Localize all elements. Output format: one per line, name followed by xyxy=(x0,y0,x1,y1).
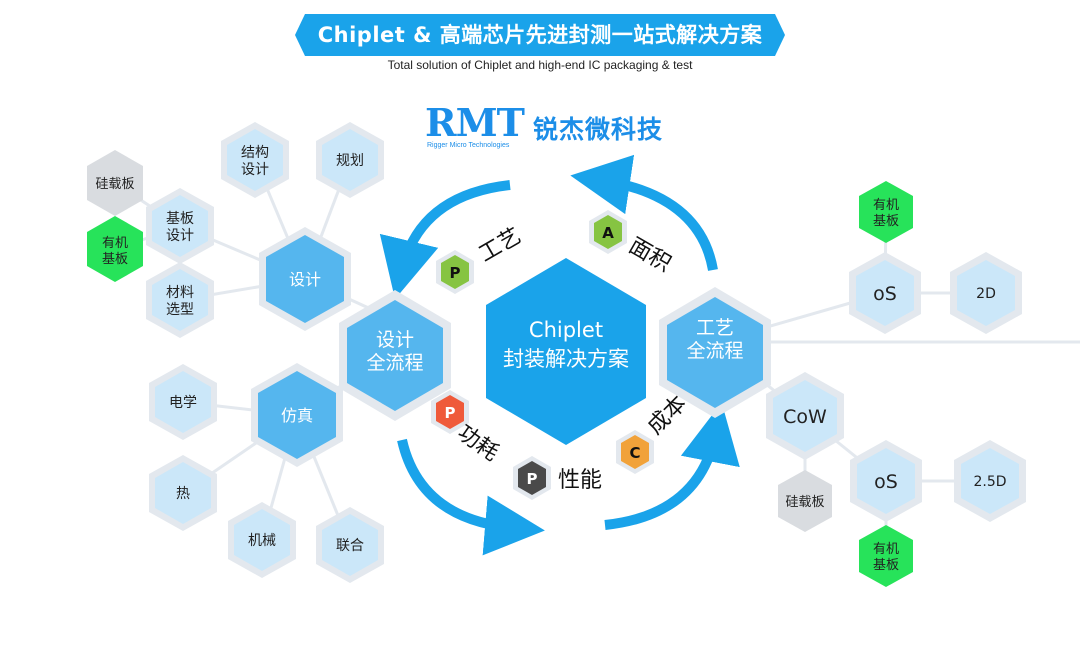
title-banner-shape xyxy=(295,14,785,56)
silicon-interposer-node[interactable]: 硅载板 xyxy=(87,150,143,216)
center-hex[interactable]: Chiplet 封装解决方案 xyxy=(486,258,646,445)
organic-substrate-top-node[interactable]: 有机基板 xyxy=(859,181,913,243)
silicon-interposer-label: 硅载板 xyxy=(95,177,134,192)
center-line2: 封装解决方案 xyxy=(503,347,629,371)
arrow-bottom-right xyxy=(604,402,740,530)
os-top-node[interactable]: oS xyxy=(849,252,921,334)
process-hub-line2: 全流程 xyxy=(686,340,743,362)
structure-design-node[interactable]: 结构设计 xyxy=(221,122,289,198)
2-5d-label: 2.5D xyxy=(973,474,1006,490)
design-node[interactable]: 设计 xyxy=(259,227,351,331)
coupled-label: 联合 xyxy=(336,538,364,554)
simulation-node[interactable]: 仿真 xyxy=(251,363,343,467)
ppac-process-label: 工艺 xyxy=(475,224,526,268)
silicon-interposer-right-label: 硅载板 xyxy=(785,495,824,510)
thermal-node[interactable]: 热 xyxy=(149,455,217,531)
organic-substrate-top-label: 有机基板 xyxy=(873,198,899,229)
mechanical-label: 机械 xyxy=(248,533,276,549)
os-bottom-label: oS xyxy=(874,471,898,493)
cycle-arrows xyxy=(379,154,740,556)
ppac-area-badge: A xyxy=(602,224,614,242)
2-5d-node[interactable]: 2.5D xyxy=(954,440,1026,522)
ppac-area: A 面积 xyxy=(589,210,675,277)
design-hub-line1: 设计 xyxy=(376,329,414,351)
layout-planning-label: 规划 xyxy=(336,153,364,169)
ppac-performance-label: 性能 xyxy=(558,468,602,493)
cow-label: CoW xyxy=(783,406,827,428)
page-subtitle: Total solution of Chiplet and high-end I… xyxy=(387,58,693,72)
ppac-cost-badge: C xyxy=(629,444,640,462)
cow-node[interactable]: CoW xyxy=(766,372,844,460)
substrate-design-label: 基板设计 xyxy=(166,210,194,244)
arrow-top-left xyxy=(379,180,511,300)
process-hub-line1: 工艺 xyxy=(696,317,734,339)
os-top-label: oS xyxy=(873,283,897,305)
structure-design-label: 结构设计 xyxy=(241,145,269,178)
logo-mark: RMT xyxy=(425,100,525,145)
simulation-label: 仿真 xyxy=(281,406,313,425)
substrate-design-node[interactable]: 基板设计 xyxy=(146,188,214,264)
2d-node[interactable]: 2D xyxy=(950,252,1022,334)
ppac-performance: P 性能 xyxy=(513,456,602,500)
coupled-node[interactable]: 联合 xyxy=(316,507,384,583)
os-bottom-node[interactable]: oS xyxy=(850,440,922,522)
silicon-interposer-right-node[interactable]: 硅载板 xyxy=(778,470,832,532)
design-process-hub[interactable]: 设计 全流程 xyxy=(339,290,451,421)
logo-name-en: Rigger Micro Technologies xyxy=(427,142,510,149)
organic-substrate-node[interactable]: 有机基板 xyxy=(87,216,143,282)
layout-planning-node[interactable]: 规划 xyxy=(316,122,384,198)
ppac-process: P 工艺 xyxy=(436,224,526,294)
mechanical-node[interactable]: 机械 xyxy=(228,502,296,578)
design-hub-line2: 全流程 xyxy=(366,352,423,374)
center-line1: Chiplet xyxy=(529,318,603,342)
ppac-power-badge: P xyxy=(445,404,456,422)
ppac-performance-badge: P xyxy=(527,470,538,488)
organic-substrate-label: 有机基板 xyxy=(102,236,128,267)
organic-substrate-bottom-node[interactable]: 有机基板 xyxy=(859,525,913,587)
organic-substrate-bottom-label: 有机基板 xyxy=(873,542,899,573)
logo-name-cn: 锐杰微科技 xyxy=(533,115,664,144)
material-selection-label: 材料选型 xyxy=(166,285,194,318)
design-label: 设计 xyxy=(289,270,321,289)
title-banner: Chiplet & 高端芯片先进封测一站式解决方案 xyxy=(295,14,785,56)
electrical-label: 电学 xyxy=(169,395,197,411)
process-flow-hub[interactable]: 工艺 全流程 xyxy=(659,287,771,418)
ppac-area-label: 面积 xyxy=(624,234,675,278)
2d-label: 2D xyxy=(976,286,996,302)
material-selection-node[interactable]: 材料选型 xyxy=(146,262,214,338)
page-title: Chiplet & 高端芯片先进封测一站式解决方案 xyxy=(317,23,763,47)
electrical-node[interactable]: 电学 xyxy=(149,364,217,440)
arrow-bottom-left xyxy=(397,438,545,556)
company-logo: RMT 锐杰微科技 Rigger Micro Technologies xyxy=(425,104,705,152)
ppac-process-badge: P xyxy=(450,264,461,282)
arrow-top-right xyxy=(570,154,718,271)
thermal-label: 热 xyxy=(176,486,190,502)
